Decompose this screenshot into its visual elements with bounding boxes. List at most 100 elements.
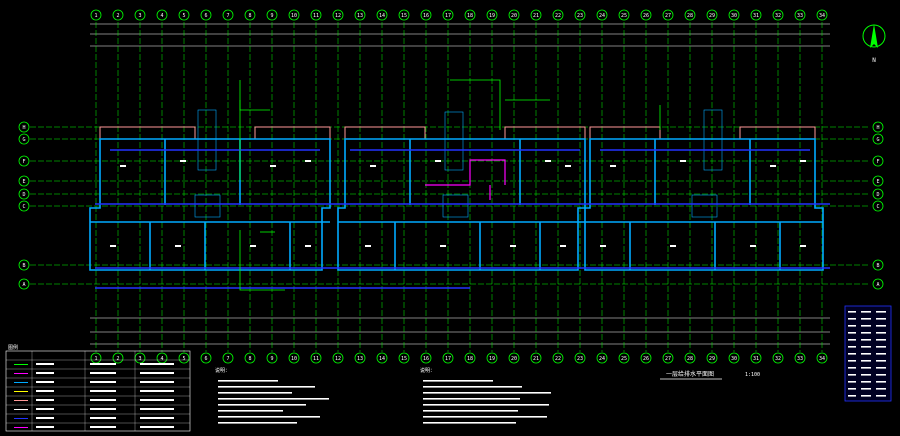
axis-label-top: 26	[643, 13, 649, 19]
axis-label-bottom: 21	[533, 356, 539, 362]
compass: N	[862, 24, 886, 64]
axis-label-bottom: 5	[182, 356, 185, 362]
axis-bubble-bottom-15: 15	[398, 352, 410, 364]
axis-bubble-bottom-27: 27	[662, 352, 674, 364]
axis-bubble-top-18: 18	[464, 9, 476, 21]
notes-left-lines	[218, 380, 329, 424]
pipe-table-cell	[848, 381, 856, 383]
axis-label-bottom: 4	[160, 356, 163, 362]
pipe-table-cell	[861, 388, 871, 390]
axis-label-left: A	[22, 282, 25, 288]
axis-label-bottom: 26	[643, 356, 649, 362]
room-mark	[305, 160, 311, 162]
note-line	[423, 398, 520, 400]
axis-bubble-top-17: 17	[442, 9, 454, 21]
legend-text-mark	[140, 363, 174, 365]
pipe-table	[844, 305, 892, 402]
legend-text-mark	[36, 426, 54, 428]
pipe-table-cell	[876, 381, 886, 383]
axis-bubble-top-21: 21	[530, 9, 542, 21]
axis-label-bottom: 19	[489, 356, 495, 362]
axis-label-bottom: 27	[665, 356, 671, 362]
legend-text-mark	[140, 399, 174, 401]
axis-bubble-top-20: 20	[508, 9, 520, 21]
legend-text-mark	[36, 363, 54, 365]
legend-text-mark	[36, 399, 54, 401]
plan-scale: 1:100	[745, 372, 760, 378]
axis-bubble-left-C: C	[18, 200, 30, 212]
axis-label-right: H	[876, 125, 879, 131]
axis-bubble-right-H: H	[872, 121, 884, 133]
axis-bubble-top-3: 3	[134, 9, 146, 21]
room-mark	[600, 245, 606, 247]
notes-left-title: 说明：	[215, 367, 230, 374]
axis-label-top: 34	[819, 13, 825, 19]
axis-bubble-top-2: 2	[112, 9, 124, 21]
pipe-table-cell	[861, 353, 871, 355]
axis-bubble-top-24: 24	[596, 9, 608, 21]
axis-bubble-top-23: 23	[574, 9, 586, 21]
axis-bubble-right-B: B	[872, 259, 884, 271]
note-line	[423, 386, 522, 388]
axis-label-left: G	[22, 137, 25, 143]
pipe-table-cell	[876, 374, 886, 376]
room-mark	[370, 165, 376, 167]
axis-bubble-bottom-31: 31	[750, 352, 762, 364]
axis-label-top: 7	[226, 13, 229, 19]
room-marks	[110, 160, 806, 247]
axis-label-top: 13	[357, 13, 363, 19]
pipe-table-cell	[876, 395, 886, 397]
axis-bubble-bottom-7: 7	[222, 352, 234, 364]
axis-label-bottom: 22	[555, 356, 561, 362]
building-plan	[89, 79, 830, 291]
legend-text-mark	[140, 381, 174, 383]
room-mark	[800, 245, 806, 247]
axis-label-bottom: 7	[226, 356, 229, 362]
pipe-table-cell	[848, 346, 856, 348]
axis-bubble-top-5: 5	[178, 9, 190, 21]
legend-text-mark	[90, 372, 116, 374]
axis-label-top: 31	[753, 13, 759, 19]
axis-label-top: 3	[138, 13, 141, 19]
axis-bubble-top-31: 31	[750, 9, 762, 21]
axis-label-top: 11	[313, 13, 319, 19]
axis-bubble-bottom-22: 22	[552, 352, 564, 364]
axis-bubble-top-9: 9	[266, 9, 278, 21]
pipe-table-cell	[876, 325, 886, 327]
axis-label-left: F	[22, 159, 25, 165]
room-mark	[110, 245, 116, 247]
axis-label-bottom: 25	[621, 356, 627, 362]
axis-bubble-top-15: 15	[398, 9, 410, 21]
note-line	[218, 380, 278, 382]
legend-text-mark	[140, 390, 174, 392]
room-mark	[800, 160, 806, 162]
room-mark	[680, 160, 686, 162]
axis-label-bottom: 24	[599, 356, 605, 362]
room-mark	[435, 160, 441, 162]
axis-bubble-bottom-6: 6	[200, 352, 212, 364]
legend-text-mark	[140, 426, 174, 428]
axis-bubble-bottom-2: 2	[112, 352, 124, 364]
axis-label-bottom: 8	[248, 356, 251, 362]
axis-label-top: 24	[599, 13, 605, 19]
axis-bubble-bottom-28: 28	[684, 352, 696, 364]
notes-right-title: 说明：	[420, 367, 435, 374]
legend-text-mark	[36, 408, 54, 410]
axis-label-top: 4	[160, 13, 163, 19]
axis-label-bottom: 14	[379, 356, 385, 362]
axis-label-bottom: 33	[797, 356, 803, 362]
axis-bubble-bottom-5: 5	[178, 352, 190, 364]
axis-label-top: 17	[445, 13, 451, 19]
pipe-table-cell	[861, 311, 871, 313]
pipe-table-cell	[861, 318, 871, 320]
axis-label-right: F	[876, 159, 879, 165]
axis-bubble-top-6: 6	[200, 9, 212, 21]
axis-bubble-top-16: 16	[420, 9, 432, 21]
room-mark	[365, 245, 371, 247]
note-line	[218, 386, 315, 388]
axis-label-bottom: 15	[401, 356, 407, 362]
axis-label-bottom: 6	[204, 356, 207, 362]
axis-label-bottom: 10	[291, 356, 297, 362]
